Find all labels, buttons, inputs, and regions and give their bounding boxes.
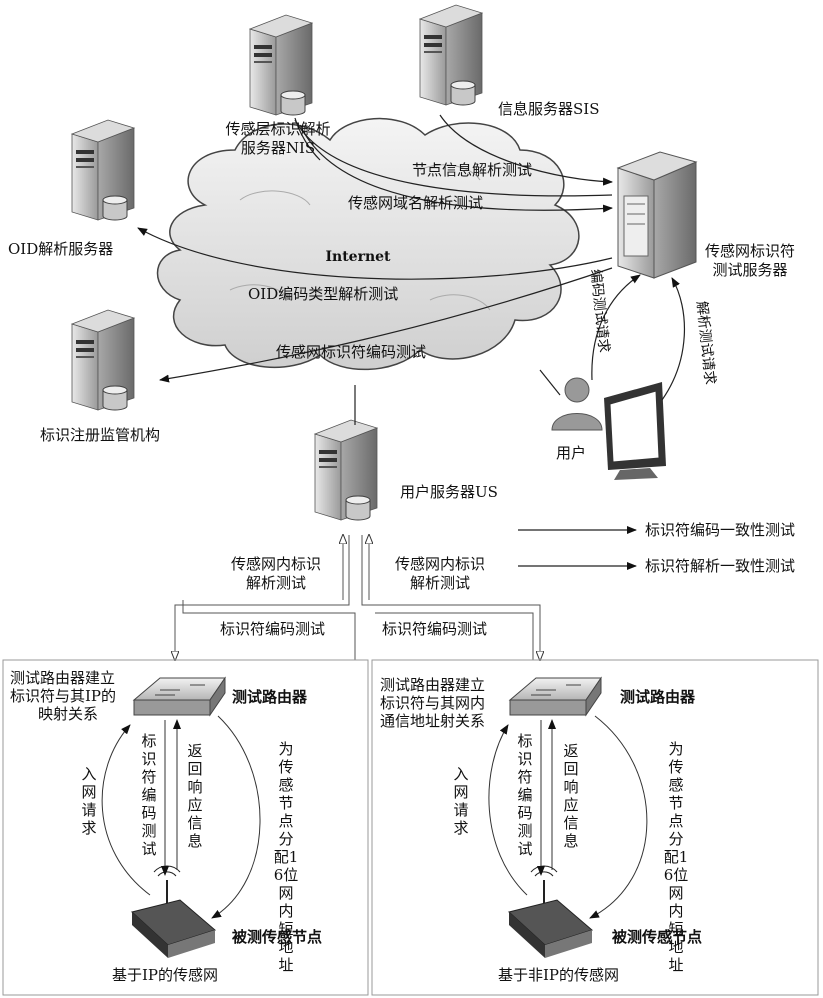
right-response-label: 返回响应信息: [562, 742, 580, 850]
nis-server-icon: [250, 15, 312, 115]
user-label: 用户: [556, 444, 586, 463]
right-sensor-node-icon: [509, 866, 592, 958]
nis-label: 传感层标识解析 服务器NIS: [198, 120, 358, 158]
left-intra-parse-line1: 传感网内标识: [216, 555, 336, 574]
legend-encode-label: 标识符编码一致性测试: [645, 521, 795, 540]
nis-label-line2: 服务器NIS: [198, 139, 358, 158]
right-router-label: 测试路由器: [620, 688, 695, 707]
user-server-label: 用户服务器US: [400, 483, 498, 502]
right-panel-description: 测试路由器建立 标识符与其网内 通信地址射关系: [380, 676, 485, 730]
right-caption: 基于非IP的传感网: [498, 966, 619, 985]
right-intra-parse-line1: 传感网内标识: [380, 555, 500, 574]
identifier-test-label: 传感网标识符编码测试: [276, 343, 426, 362]
left-panel-arrows: [102, 716, 260, 918]
user-icon: [552, 378, 602, 430]
left-desc-line1: 测试路由器建立: [10, 669, 116, 687]
right-encode-test-label: 标识符编码测试: [382, 620, 487, 639]
user-server-icon: [315, 420, 377, 520]
left-intra-parse-label: 传感网内标识 解析测试: [216, 555, 336, 593]
oid-test-label: OID编码类型解析测试: [248, 285, 398, 304]
legend-arrows: [518, 530, 636, 566]
test-server-label-line1: 传感网标识符: [684, 242, 816, 261]
right-intra-parse-label: 传感网内标识 解析测试: [380, 555, 500, 593]
oid-server-icon: [72, 120, 134, 220]
right-desc-line2: 标识符与其网内: [380, 694, 485, 712]
left-desc-line2: 标识符与其IP的: [10, 687, 116, 705]
left-encode-test-label: 标识符编码测试: [220, 620, 325, 639]
sis-label: 信息服务器SIS: [498, 100, 599, 119]
us-router-arrows: [175, 535, 540, 660]
left-sensor-node-icon: [132, 866, 215, 958]
right-desc-line1: 测试路由器建立: [380, 676, 485, 694]
legend-parse-label: 标识符解析一致性测试: [645, 557, 795, 576]
left-node-label: 被测传感节点: [232, 928, 322, 947]
monitor-icon: [604, 382, 666, 480]
domain-test-label: 传感网域名解析测试: [348, 194, 483, 213]
registry-label: 标识注册监管机构: [40, 426, 160, 445]
left-panel-description: 测试路由器建立 标识符与其IP的 映射关系: [10, 669, 116, 723]
left-router-icon: [134, 678, 225, 715]
registry-server-icon: [72, 310, 134, 410]
right-encode-label: 标识符编码测试: [516, 732, 534, 858]
node-info-test-label: 节点信息解析测试: [412, 161, 532, 180]
left-intra-parse-line2: 解析测试: [216, 574, 336, 593]
right-desc-line3: 通信地址射关系: [380, 712, 485, 730]
test-server-label: 传感网标识符 测试服务器: [684, 242, 816, 280]
nis-label-line1: 传感层标识解析: [198, 120, 358, 139]
left-router-label: 测试路由器: [232, 688, 307, 707]
test-server-label-line2: 测试服务器: [684, 261, 816, 280]
right-join-label: 入网请求: [452, 765, 470, 837]
internet-label: Internet: [318, 248, 398, 267]
right-intra-parse-line2: 解析测试: [380, 574, 500, 593]
left-encode-label: 标识符编码测试: [140, 732, 158, 858]
right-router-icon: [510, 678, 601, 715]
left-caption: 基于IP的传感网: [112, 966, 218, 985]
left-desc-line3: 映射关系: [10, 705, 116, 723]
right-node-label: 被测传感节点: [612, 928, 702, 947]
oid-server-label: OID解析服务器: [8, 240, 113, 259]
left-join-label: 入网请求: [80, 765, 98, 837]
left-response-label: 返回响应信息: [186, 742, 204, 850]
sis-server-icon: [420, 5, 482, 105]
